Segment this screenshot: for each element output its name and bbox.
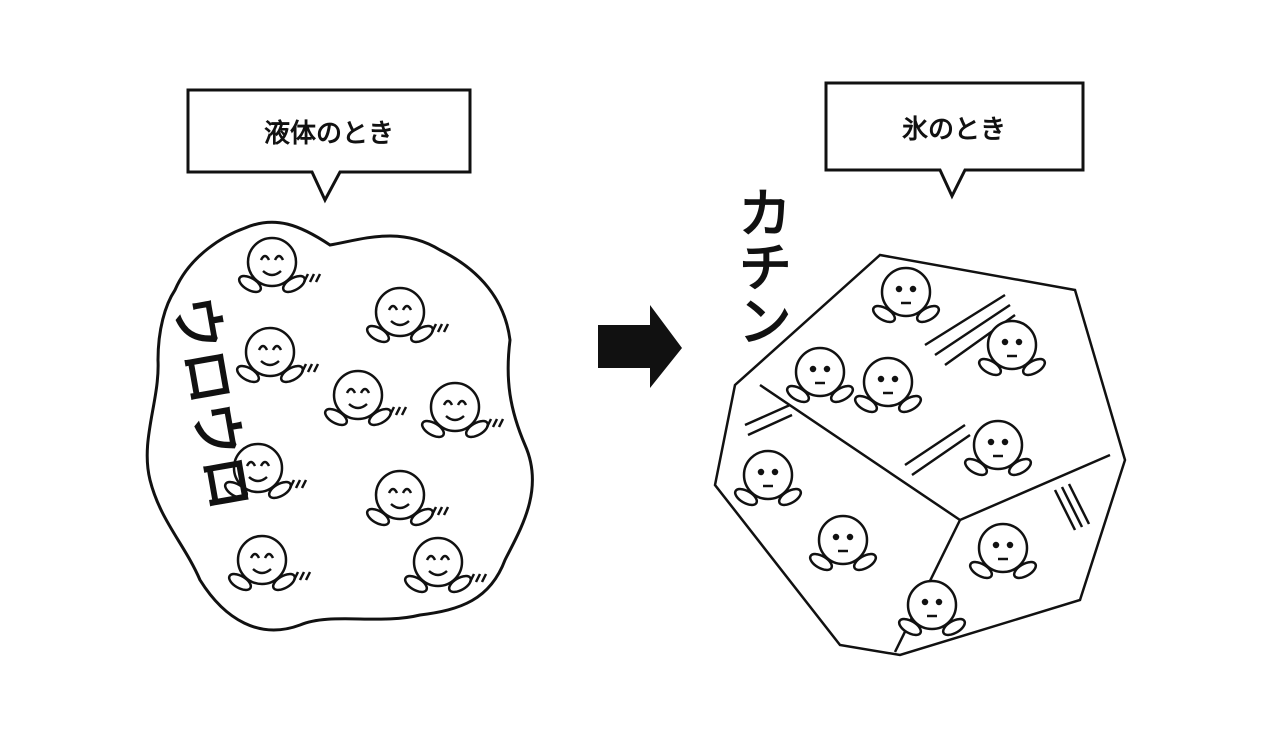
right-arrow-icon: [598, 305, 682, 388]
molecule-face: [897, 579, 967, 637]
liquid-label: 液体のとき: [264, 119, 394, 149]
molecule-face: [235, 326, 320, 384]
molecule-face: [963, 419, 1033, 477]
liquid-label-bubble: 液体のとき: [186, 88, 472, 204]
ice-sound: カチン: [729, 185, 792, 347]
molecule-face: [420, 381, 505, 439]
ice-label: 氷のとき: [902, 115, 1006, 145]
molecule-face: [871, 266, 941, 324]
molecule-face: [968, 522, 1038, 580]
molecule-face: [365, 469, 450, 527]
molecule-face: [223, 442, 308, 500]
molecule-face: [733, 449, 803, 507]
molecule-face: [785, 346, 855, 404]
molecule-face: [227, 534, 312, 592]
molecule-face: [365, 286, 450, 344]
molecules: [223, 236, 1047, 637]
molecule-face: [323, 369, 408, 427]
molecule-face: [403, 536, 488, 594]
molecule-face: [237, 236, 322, 294]
ice-label-bubble: 氷のとき: [824, 81, 1085, 200]
molecule-face: [853, 356, 923, 414]
molecule-face: [808, 514, 878, 572]
molecule-face: [977, 319, 1047, 377]
